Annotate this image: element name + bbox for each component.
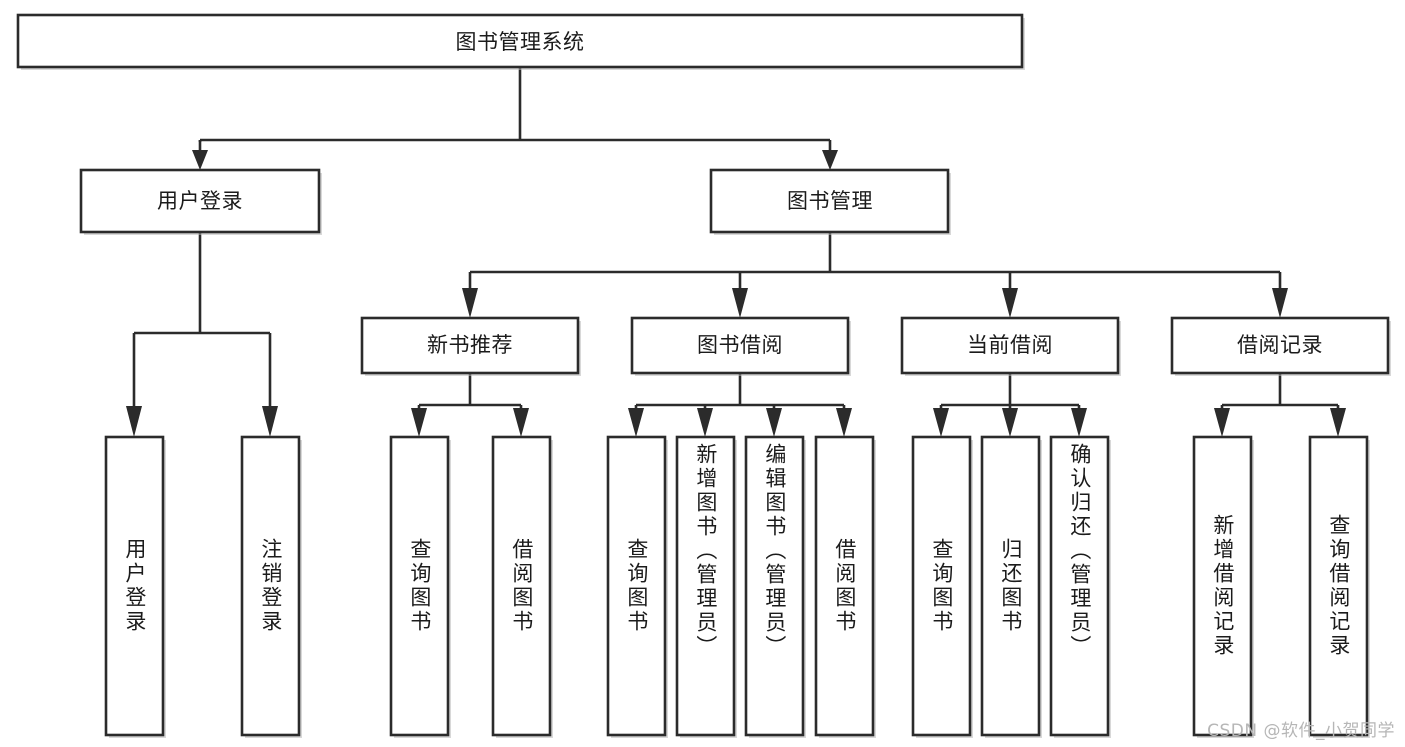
node-book-management-box <box>709 168 950 234</box>
node-leaf-confirm-return[interactable] <box>1049 435 1111 738</box>
node-leaf-query-book-3-box <box>911 435 972 737</box>
node-borrow-record-label: 借阅记录 <box>1237 333 1323 357</box>
node-leaf-return-book[interactable] <box>980 435 1042 738</box>
node-leaf-borrow-book-2-box <box>814 435 875 737</box>
node-new-book-recommend[interactable]: 新书推荐 <box>360 316 581 376</box>
node-current-borrow-box <box>900 316 1120 375</box>
arrowhead-book-borrow <box>732 288 748 318</box>
arrowhead-leaf-add-record <box>1214 408 1230 437</box>
node-book-borrow[interactable]: 图书借阅 <box>630 316 851 376</box>
arrowhead-leaf-borrow-book-1 <box>513 408 529 437</box>
node-leaf-query-record[interactable] <box>1308 435 1370 738</box>
node-leaf-borrow-book-1-box <box>491 435 552 737</box>
node-book-management[interactable]: 图书管理 <box>709 168 951 235</box>
node-borrow-record-box <box>1170 316 1390 375</box>
node-leaf-user-login[interactable] <box>104 435 166 738</box>
node-user-login[interactable]: 用户登录 <box>79 168 322 235</box>
node-leaf-query-book-1[interactable] <box>389 435 451 738</box>
arrowhead-leaf-query-record <box>1330 408 1346 437</box>
node-leaf-query-book-1-box <box>389 435 450 737</box>
node-leaf-logout-login[interactable] <box>240 435 302 738</box>
node-leaf-add-book-box <box>675 435 736 737</box>
arrowhead-leaf-query-book-1 <box>411 408 427 437</box>
node-leaf-add-record-box <box>1192 435 1253 737</box>
arrowhead-leaf-add-book <box>697 408 713 437</box>
node-leaf-borrow-book-2[interactable] <box>814 435 876 738</box>
arrowhead-borrow-record <box>1272 288 1288 318</box>
node-leaf-query-book-3[interactable] <box>911 435 973 738</box>
node-leaf-logout-login-box <box>240 435 301 737</box>
node-root-label: 图书管理系统 <box>456 30 585 54</box>
arrowhead-user-login <box>192 150 208 170</box>
node-root[interactable]: 图书管理系统 <box>16 13 1025 70</box>
arrowhead-leaf-edit-book <box>766 408 782 437</box>
arrowhead-leaf-return-book <box>1002 408 1018 437</box>
arrowhead-leaf-user-login <box>126 406 142 437</box>
arrowhead-current-borrow <box>1002 288 1018 318</box>
node-user-login-box <box>79 168 321 234</box>
node-leaf-query-book-2-box <box>606 435 667 737</box>
leaf-node-layer <box>104 435 1370 738</box>
connector-layer <box>126 67 1346 437</box>
node-leaf-query-book-2[interactable] <box>606 435 668 738</box>
node-book-borrow-box <box>630 316 850 375</box>
node-leaf-add-book[interactable] <box>675 435 737 738</box>
node-new-book-recommend-label: 新书推荐 <box>427 333 513 357</box>
node-leaf-borrow-book-1[interactable] <box>491 435 553 738</box>
node-leaf-return-book-box <box>980 435 1041 737</box>
node-leaf-edit-book-box <box>744 435 805 737</box>
node-leaf-add-record[interactable] <box>1192 435 1254 738</box>
node-current-borrow[interactable]: 当前借阅 <box>900 316 1121 376</box>
node-root-box <box>16 13 1024 69</box>
arrowhead-leaf-query-book-2 <box>628 408 644 437</box>
node-user-login-label: 用户登录 <box>157 189 243 213</box>
arrowhead-leaf-logout-login <box>262 406 278 437</box>
node-leaf-query-record-box <box>1308 435 1369 737</box>
arrowhead-leaf-confirm-return <box>1071 408 1087 437</box>
node-new-book-recommend-box <box>360 316 580 375</box>
arrowhead-new-book-recommend <box>462 288 478 318</box>
csdn-watermark: CSDN @软件_小贺同学 <box>1207 721 1395 741</box>
node-current-borrow-label: 当前借阅 <box>967 333 1053 357</box>
arrowhead-leaf-borrow-book-2 <box>836 408 852 437</box>
node-book-borrow-label: 图书借阅 <box>697 333 783 357</box>
node-borrow-record[interactable]: 借阅记录 <box>1170 316 1391 376</box>
arrowhead-leaf-query-book-3 <box>933 408 949 437</box>
node-leaf-confirm-return-box <box>1049 435 1110 737</box>
node-book-management-label: 图书管理 <box>787 189 873 213</box>
arrowhead-book-management <box>822 150 838 170</box>
node-leaf-edit-book[interactable] <box>744 435 806 738</box>
node-leaf-user-login-box <box>104 435 165 737</box>
